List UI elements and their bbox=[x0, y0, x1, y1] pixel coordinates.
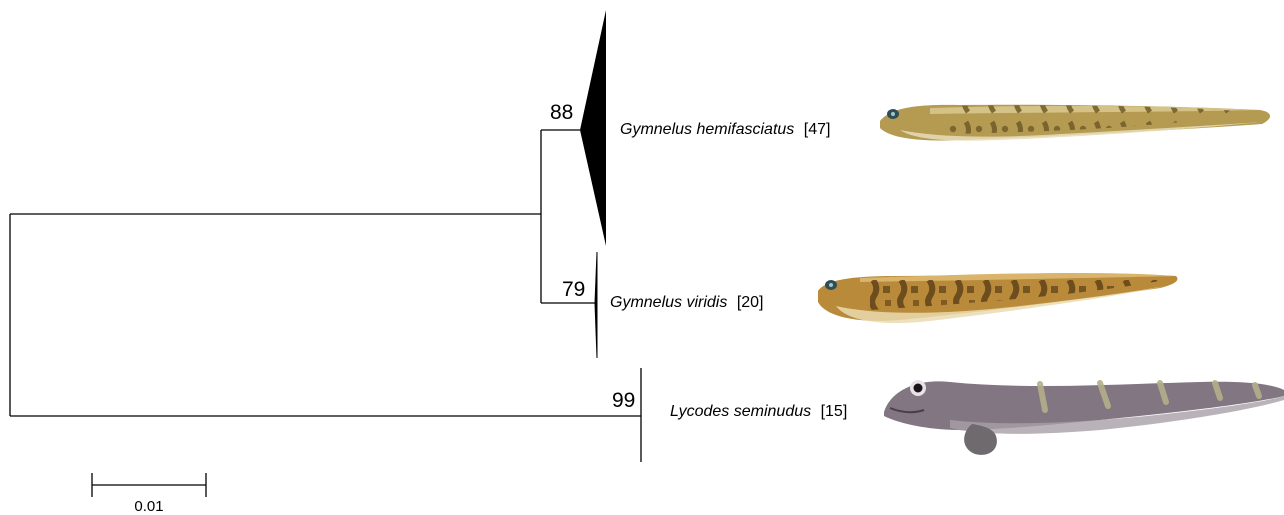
clade-triangle-hemifasciatus bbox=[580, 10, 606, 246]
tree-branches bbox=[10, 130, 641, 416]
scale-bar-label: 0.01 bbox=[134, 498, 163, 515]
support-value-viridis: 79 bbox=[562, 278, 585, 301]
support-value-lycodes: 99 bbox=[612, 389, 635, 412]
taxon-label-viridis: Gymnelus viridis [20] bbox=[610, 294, 764, 311]
taxon-label-hemifasciatus: Gymnelus hemifasciatus [47] bbox=[620, 121, 830, 138]
fish-image-lycodes bbox=[884, 380, 1284, 455]
scale-bar: 0.01 bbox=[92, 473, 206, 515]
sample-count-lycodes: [15] bbox=[821, 403, 848, 420]
sample-count-hemifasciatus: [47] bbox=[804, 121, 831, 138]
clade-triangle-viridis bbox=[595, 252, 597, 358]
fish-image-viridis bbox=[818, 273, 1177, 323]
species-name-lycodes: Lycodes seminudus bbox=[670, 403, 811, 420]
collapsed-clade-viridis bbox=[595, 252, 597, 358]
fish-image-hemifasciatus bbox=[880, 105, 1270, 141]
species-name-viridis: Gymnelus viridis bbox=[610, 294, 727, 311]
taxon-label-lycodes: Lycodes seminudus [15] bbox=[670, 403, 847, 420]
sample-count-viridis: [20] bbox=[737, 294, 764, 311]
support-value-hemifasciatus: 88 bbox=[550, 101, 573, 124]
species-name-hemifasciatus: Gymnelus hemifasciatus bbox=[620, 121, 794, 138]
collapsed-clade-hemifasciatus bbox=[580, 10, 606, 246]
